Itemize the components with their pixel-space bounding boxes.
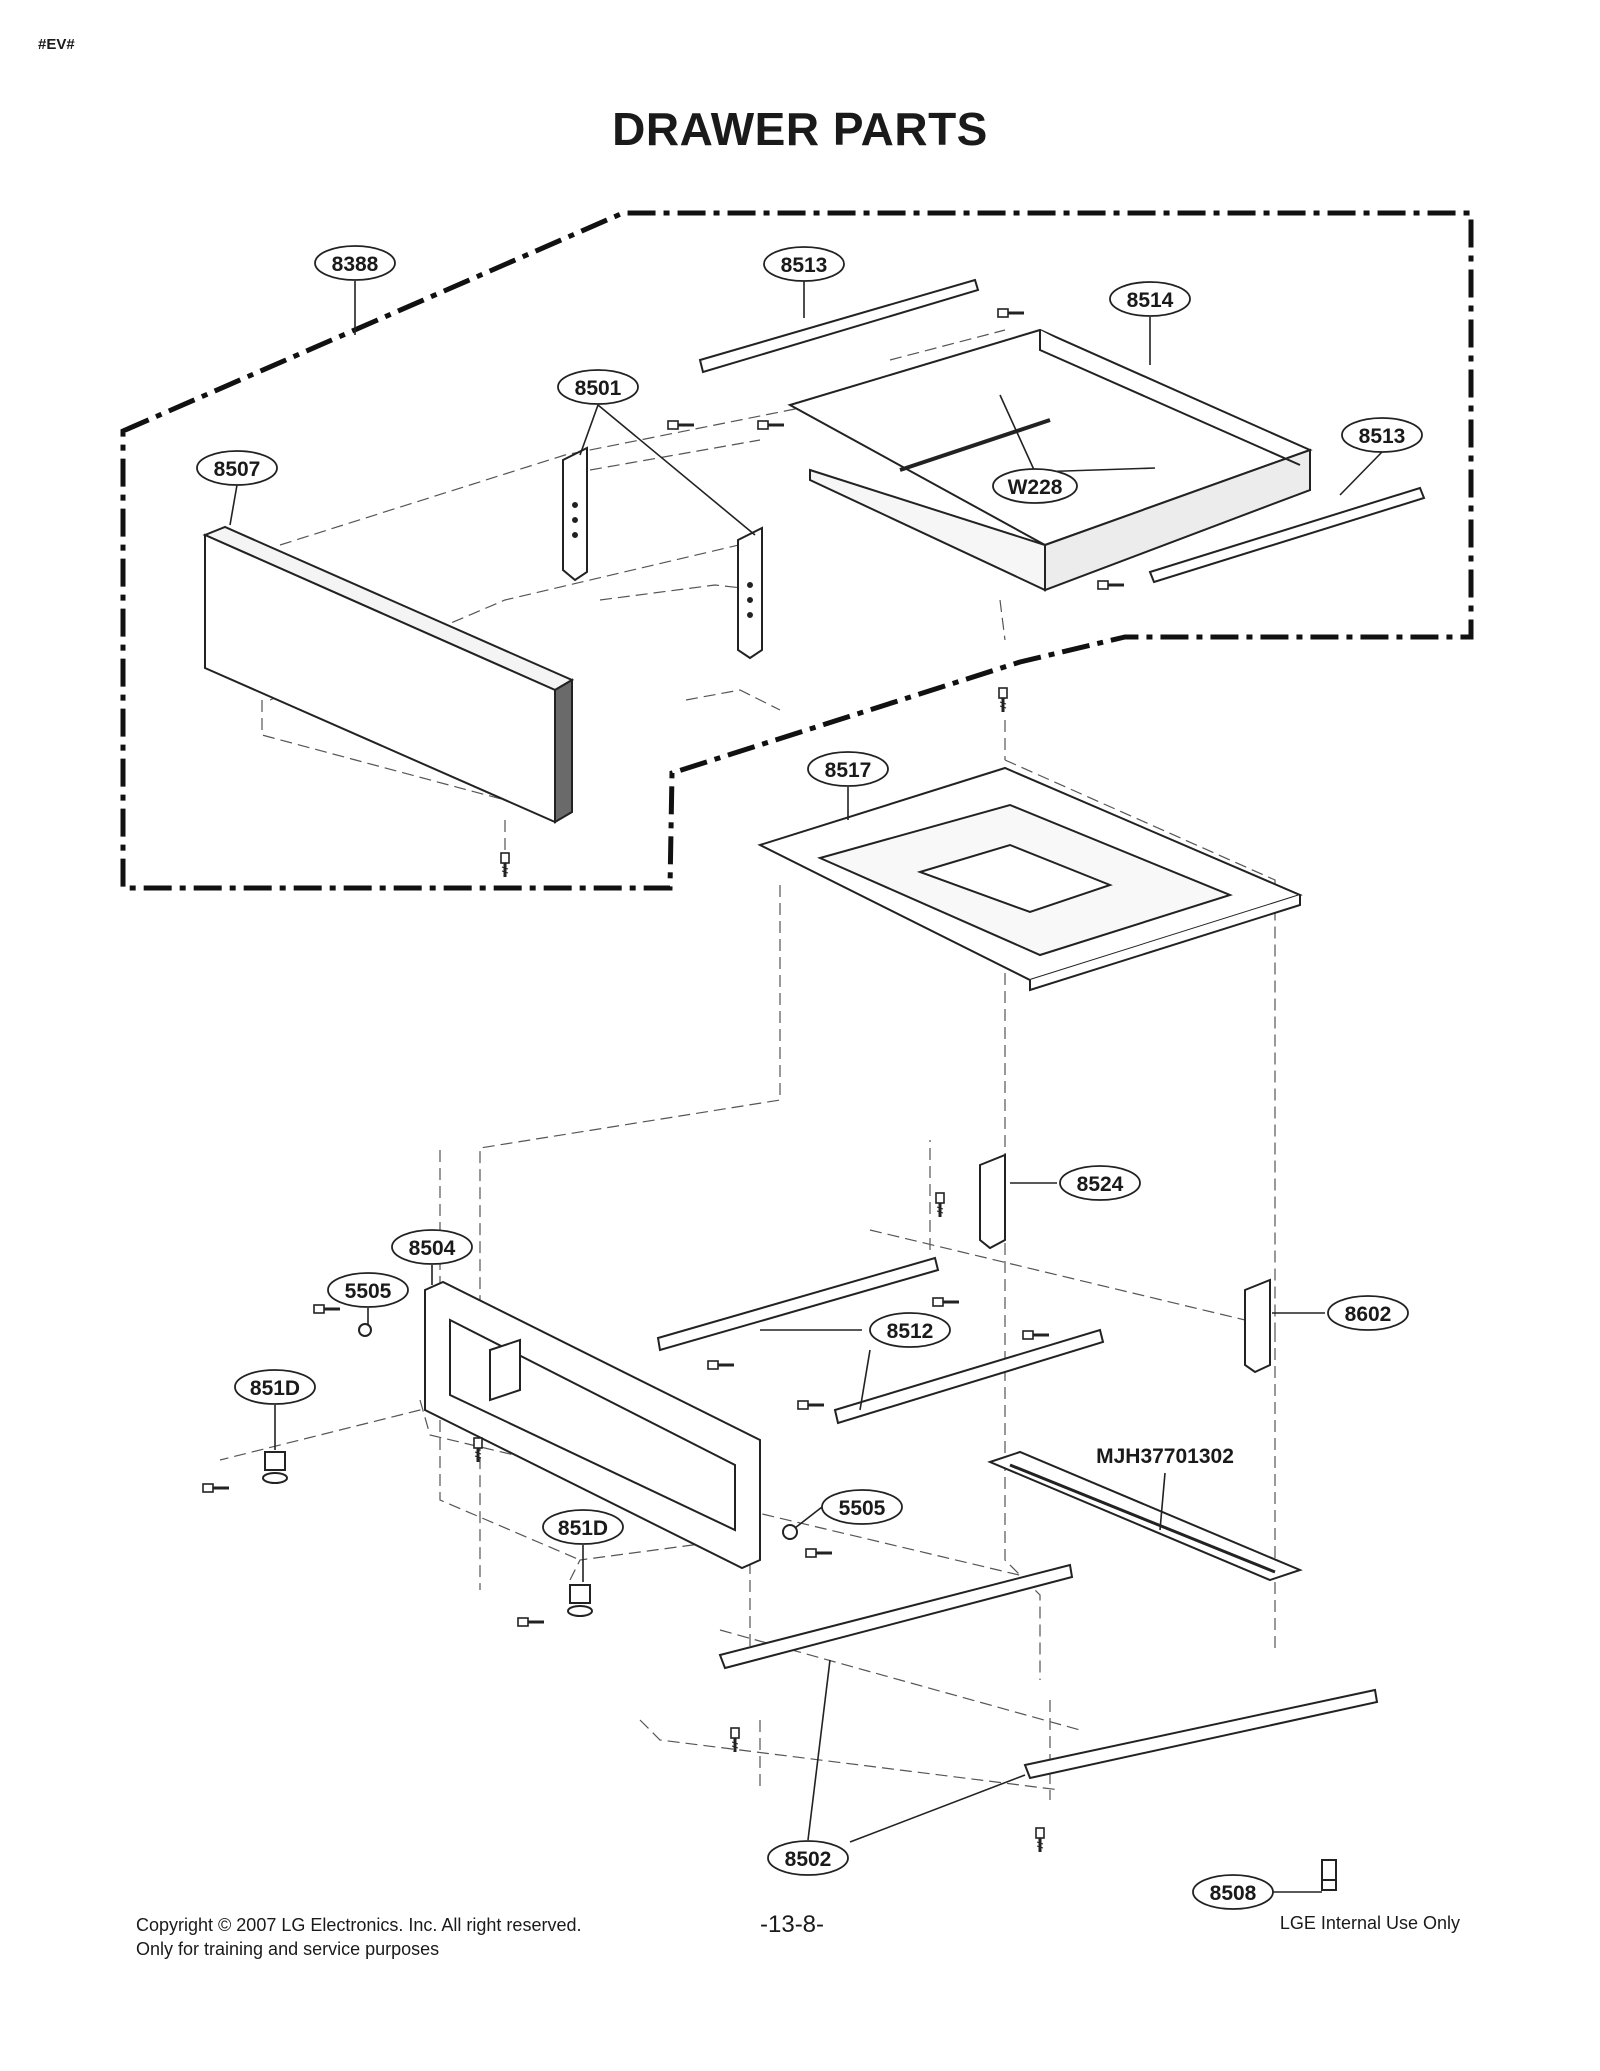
part-8513-rails bbox=[698, 278, 1426, 584]
part-8524-8602-clips bbox=[979, 1153, 1271, 1374]
svg-text:8513: 8513 bbox=[781, 254, 828, 277]
callout-8524: 8524 bbox=[1059, 1165, 1141, 1201]
alignment-lines bbox=[219, 329, 1276, 1800]
part-8514-drawer-tub bbox=[787, 328, 1313, 592]
callout-851d-right: 851D bbox=[542, 1509, 624, 1545]
callout-8517: 8517 bbox=[807, 751, 889, 787]
part-mjh37701302-channel bbox=[987, 1450, 1303, 1582]
svg-text:8501: 8501 bbox=[575, 377, 622, 400]
callout-8504: 8504 bbox=[391, 1229, 473, 1265]
part-8507-drawer-front bbox=[202, 525, 575, 824]
svg-text:8602: 8602 bbox=[1345, 1303, 1392, 1326]
part-8501-brackets bbox=[562, 446, 763, 660]
callout-mjh37701302: MJH37701302 bbox=[1096, 1445, 1234, 1468]
page-title: DRAWER PARTS bbox=[612, 103, 988, 155]
svg-text:8388: 8388 bbox=[332, 253, 379, 276]
callout-8501: 8501 bbox=[557, 369, 639, 405]
svg-text:MJH37701302: MJH37701302 bbox=[1096, 1445, 1234, 1468]
part-851d-leveling-feet bbox=[262, 1451, 593, 1617]
part-8504-front-frame bbox=[424, 1280, 761, 1570]
part-5505-bushings bbox=[358, 1323, 798, 1540]
svg-text:W228: W228 bbox=[1008, 476, 1063, 499]
svg-text:8514: 8514 bbox=[1127, 289, 1174, 312]
copyright-line-2: Only for training and service purposes bbox=[136, 1939, 440, 1959]
svg-text:851D: 851D bbox=[250, 1377, 300, 1400]
callout-5505-right: 5505 bbox=[821, 1489, 903, 1525]
svg-text:8513: 8513 bbox=[1359, 425, 1406, 448]
page-number: -13-8- bbox=[760, 1911, 825, 1938]
callout-8513-right: 8513 bbox=[1341, 417, 1423, 453]
callout-w228: W228 bbox=[992, 468, 1078, 504]
part-8512-slides bbox=[656, 1256, 1105, 1425]
svg-text:8517: 8517 bbox=[825, 759, 872, 782]
callout-8508: 8508 bbox=[1192, 1874, 1274, 1910]
footer-copyright: Copyright © 2007 LG Electronics. Inc. Al… bbox=[136, 1913, 581, 1961]
callout-5505-left: 5505 bbox=[327, 1272, 409, 1308]
svg-text:8507: 8507 bbox=[214, 458, 261, 481]
svg-text:5505: 5505 bbox=[345, 1280, 392, 1303]
document-tag: #EV# bbox=[38, 36, 75, 53]
footer-internal-notice: LGE Internal Use Only bbox=[1279, 1913, 1460, 1933]
callout-8513-top: 8513 bbox=[763, 246, 845, 282]
svg-text:8524: 8524 bbox=[1077, 1173, 1124, 1196]
callout-8514: 8514 bbox=[1109, 281, 1191, 317]
svg-text:851D: 851D bbox=[558, 1517, 608, 1540]
callout-8507: 8507 bbox=[196, 450, 278, 486]
assembly-boundary-8388 bbox=[120, 210, 1474, 891]
svg-text:8502: 8502 bbox=[785, 1848, 832, 1871]
callout-8602: 8602 bbox=[1327, 1295, 1409, 1331]
copyright-line-1: Copyright © 2007 LG Electronics. Inc. Al… bbox=[136, 1915, 582, 1935]
svg-text:8512: 8512 bbox=[887, 1320, 934, 1343]
svg-text:8508: 8508 bbox=[1210, 1882, 1257, 1905]
callout-8512: 8512 bbox=[869, 1312, 951, 1348]
part-8508-foot-screw bbox=[1321, 1859, 1337, 1891]
callout-8388: 8388 bbox=[314, 245, 396, 281]
callout-851d-left: 851D bbox=[234, 1369, 316, 1405]
part-8517-top-plate bbox=[757, 766, 1303, 992]
svg-text:5505: 5505 bbox=[839, 1497, 886, 1520]
svg-text:8504: 8504 bbox=[409, 1237, 456, 1260]
callout-8502: 8502 bbox=[767, 1840, 849, 1876]
part-8502-base-rails bbox=[718, 1563, 1379, 1780]
